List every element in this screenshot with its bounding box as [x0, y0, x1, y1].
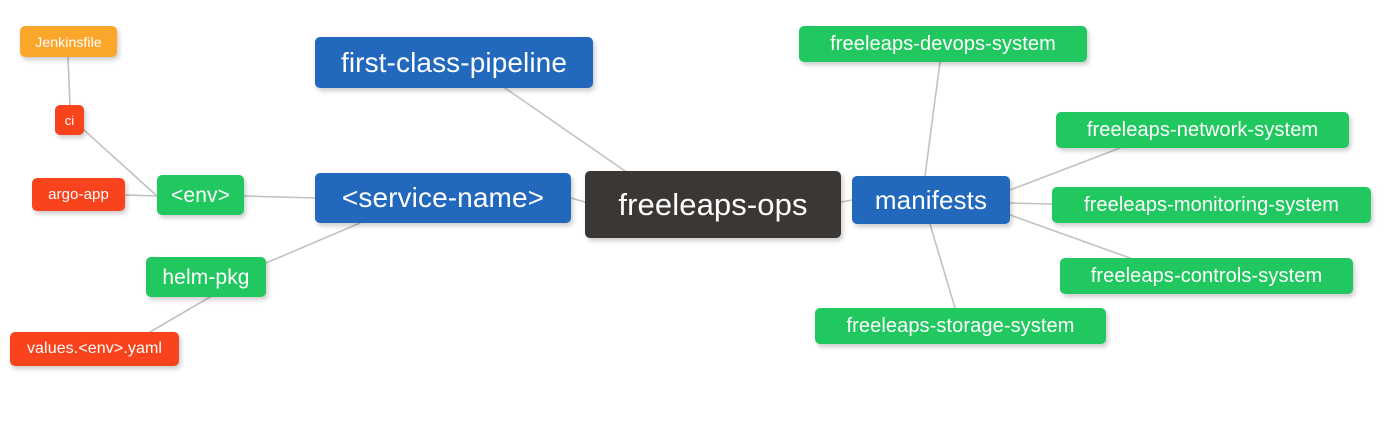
edge-values-yaml-to-helm-pkg — [149, 296, 211, 333]
node-label-service-name: <service-name> — [341, 182, 545, 213]
node-label-ci: ci — [64, 112, 75, 128]
node-label-helm-pkg: helm-pkg — [162, 265, 250, 289]
node-values-yaml[interactable]: values.<env>.yaml — [10, 332, 179, 366]
edge-manifests-to-storage — [929, 223, 956, 309]
node-jenkinsfile[interactable]: Jenkinsfile — [20, 26, 117, 57]
node-label-pipeline: first-class-pipeline — [340, 46, 568, 78]
node-helm-pkg[interactable]: helm-pkg — [146, 257, 266, 297]
node-service-name[interactable]: <service-name> — [315, 173, 571, 223]
node-network[interactable]: freeleaps-network-system — [1056, 112, 1349, 148]
edge-manifests-to-monitoring — [1009, 202, 1053, 205]
edge-manifests-to-network — [1009, 147, 1121, 191]
node-manifests[interactable]: manifests — [852, 176, 1010, 224]
node-storage[interactable]: freeleaps-storage-system — [815, 308, 1106, 344]
edge-jenkinsfile-to-ci — [67, 56, 71, 106]
node-root[interactable]: freeleaps-ops — [585, 171, 841, 238]
node-label-values-yaml: values.<env>.yaml — [26, 340, 163, 357]
node-controls[interactable]: freeleaps-controls-system — [1060, 258, 1353, 294]
node-label-monitoring: freeleaps-monitoring-system — [1083, 194, 1339, 216]
edge-env-to-service-name — [243, 195, 316, 199]
edge-service-name-to-root — [570, 197, 586, 203]
node-label-storage: freeleaps-storage-system — [846, 315, 1075, 337]
edge-argo-app-to-env — [124, 194, 158, 197]
node-env[interactable]: <env> — [157, 175, 244, 215]
edge-manifests-to-devops — [924, 61, 941, 177]
edge-root-to-manifests — [840, 199, 853, 203]
node-label-network: freeleaps-network-system — [1086, 119, 1319, 141]
node-label-env: <env> — [171, 183, 230, 207]
node-label-root: freeleaps-ops — [618, 187, 808, 222]
node-label-devops: freeleaps-devops-system — [830, 33, 1056, 55]
node-ci[interactable]: ci — [55, 105, 84, 135]
edge-pipeline-to-root — [504, 87, 626, 172]
node-label-jenkinsfile: Jenkinsfile — [35, 33, 102, 50]
edge-helm-pkg-to-service-name — [265, 222, 361, 264]
node-devops[interactable]: freeleaps-devops-system — [799, 26, 1087, 62]
node-label-controls: freeleaps-controls-system — [1090, 265, 1323, 287]
node-argo-app[interactable]: argo-app — [32, 178, 125, 211]
node-pipeline[interactable]: first-class-pipeline — [315, 37, 593, 88]
node-monitoring[interactable]: freeleaps-monitoring-system — [1052, 187, 1371, 223]
node-label-argo-app: argo-app — [48, 186, 109, 203]
node-label-manifests: manifests — [874, 185, 988, 215]
